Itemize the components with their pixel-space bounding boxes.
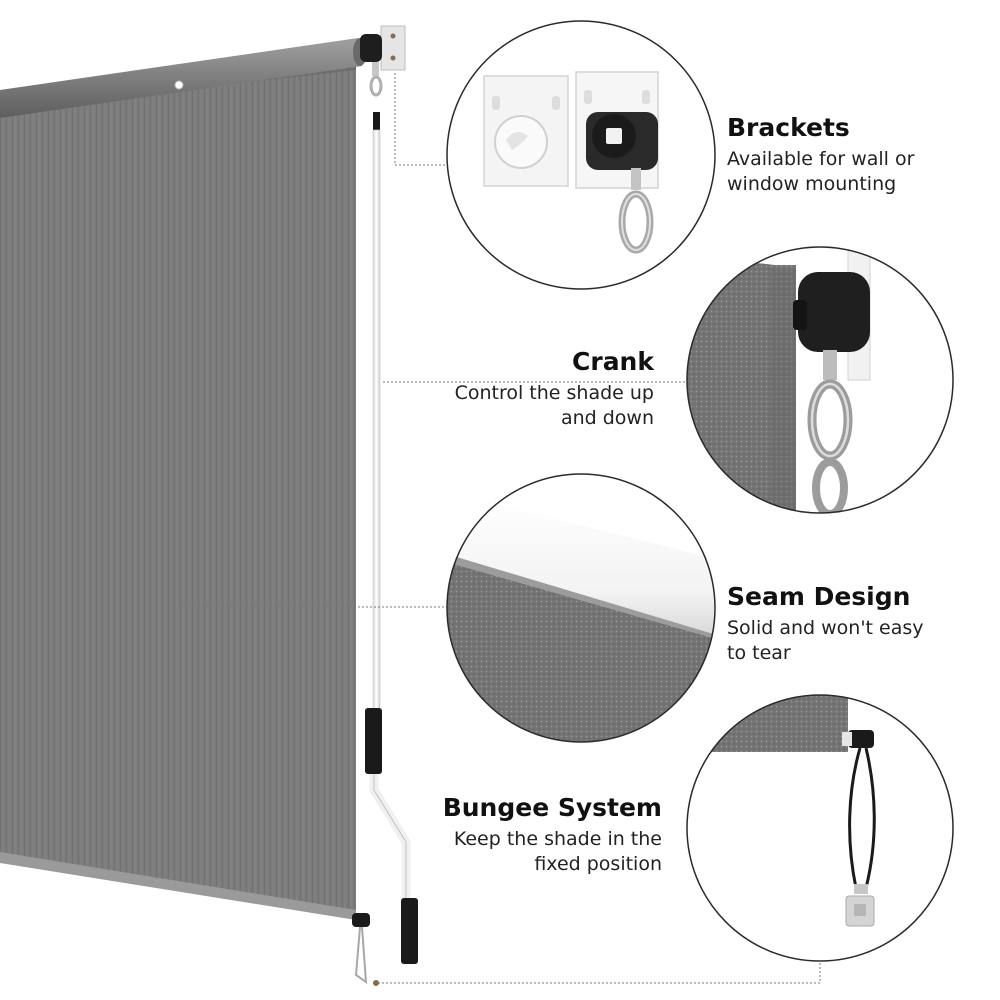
seam-detail-circle [446, 473, 716, 743]
bottom-rail [0, 852, 370, 985]
feature-description: Control the shade up and down [454, 381, 654, 429]
leader-dot [373, 980, 379, 986]
grommet [174, 80, 184, 90]
crank-detail-circle [686, 246, 954, 514]
bungee-detail-circle [686, 694, 954, 962]
feature-title: Crank [572, 347, 654, 376]
brackets-detail-circle [446, 20, 716, 290]
feature-title: Seam Design [727, 582, 911, 611]
feature-description: Keep the shade in the fixed position [453, 827, 662, 875]
feature-description: Solid and won't easy to tear [727, 616, 924, 664]
leader-lines [178, 73, 821, 984]
feature-brackets: Brackets Available for wall or window mo… [727, 113, 977, 197]
feature-description: Available for wall or window mounting [727, 147, 915, 195]
mounting-bracket [360, 25, 406, 97]
feature-title: Bungee System [442, 793, 662, 822]
feature-seam-design: Seam Design Solid and won't easy to tear [727, 582, 977, 666]
feature-title: Brackets [727, 113, 850, 142]
feature-crank: Crank Control the shade up and down [400, 347, 654, 431]
feature-bungee-system: Bungee System Keep the shade in the fixe… [400, 793, 662, 877]
shade-panel [0, 60, 356, 916]
crank-rod [365, 112, 418, 964]
